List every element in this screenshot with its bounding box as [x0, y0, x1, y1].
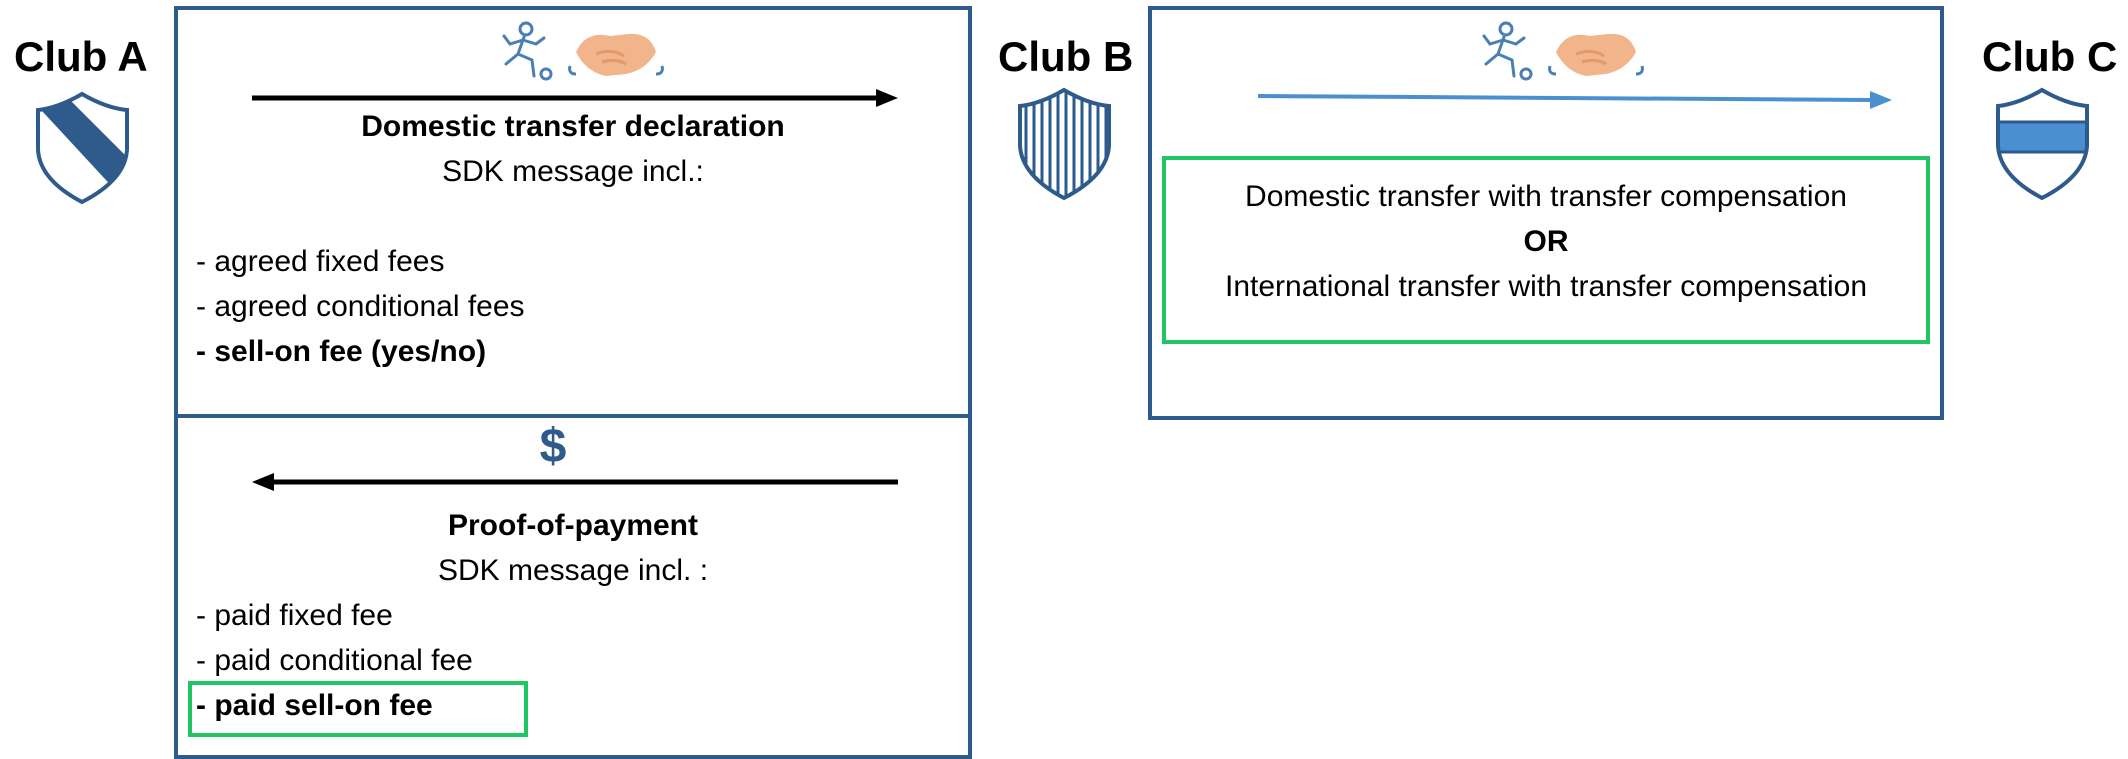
handshake-icon — [568, 33, 664, 76]
declaration-panel: Domestic transfer declaration SDK messag… — [174, 6, 972, 418]
club-c-label: Club C — [1982, 33, 2118, 80]
declaration-title: Domestic transfer declaration — [361, 110, 785, 143]
onward-transfer-arrow — [1257, 91, 1892, 109]
payment-item: - paid conditional fee — [196, 644, 473, 677]
onward-option-international: International transfer with transfer com… — [1225, 270, 1867, 303]
dollar-icon: $ — [539, 420, 567, 473]
sell-on-fee-highlight — [188, 681, 528, 737]
club-c-shield-icon — [1996, 87, 2089, 201]
player-kicking-icon — [502, 21, 553, 81]
transfer-arrow-right — [252, 89, 898, 107]
payment-item: - paid fixed fee — [196, 599, 393, 632]
onward-option-domestic: Domestic transfer with transfer compensa… — [1245, 180, 1847, 213]
handshake-icon — [1548, 33, 1644, 76]
transfer-options-highlight — [1162, 156, 1930, 344]
player-kicking-icon — [1482, 21, 1533, 81]
payment-arrow-left — [252, 473, 898, 491]
declaration-item: - agreed fixed fees — [196, 245, 445, 278]
payment-panel: $ Proof-of-payment SDK message incl. : -… — [174, 414, 972, 759]
payment-subtitle: SDK message incl. : — [437, 554, 709, 587]
declaration-item: - agreed conditional fees — [196, 290, 525, 323]
club-b-label: Club B — [998, 33, 1134, 80]
declaration-item: - sell-on fee (yes/no) — [196, 335, 487, 368]
club-a-shield-icon — [36, 91, 129, 205]
club-b-shield-icon — [1018, 87, 1111, 201]
declaration-subtitle: SDK message incl.: — [442, 155, 704, 188]
onward-transfer-panel: Domestic transfer with transfer compensa… — [1148, 6, 1944, 420]
onward-option-separator: OR — [1523, 225, 1569, 258]
club-a-label: Club A — [14, 33, 148, 80]
payment-title: Proof-of-payment — [448, 509, 698, 542]
payment-item: - paid sell-on fee — [196, 689, 433, 722]
